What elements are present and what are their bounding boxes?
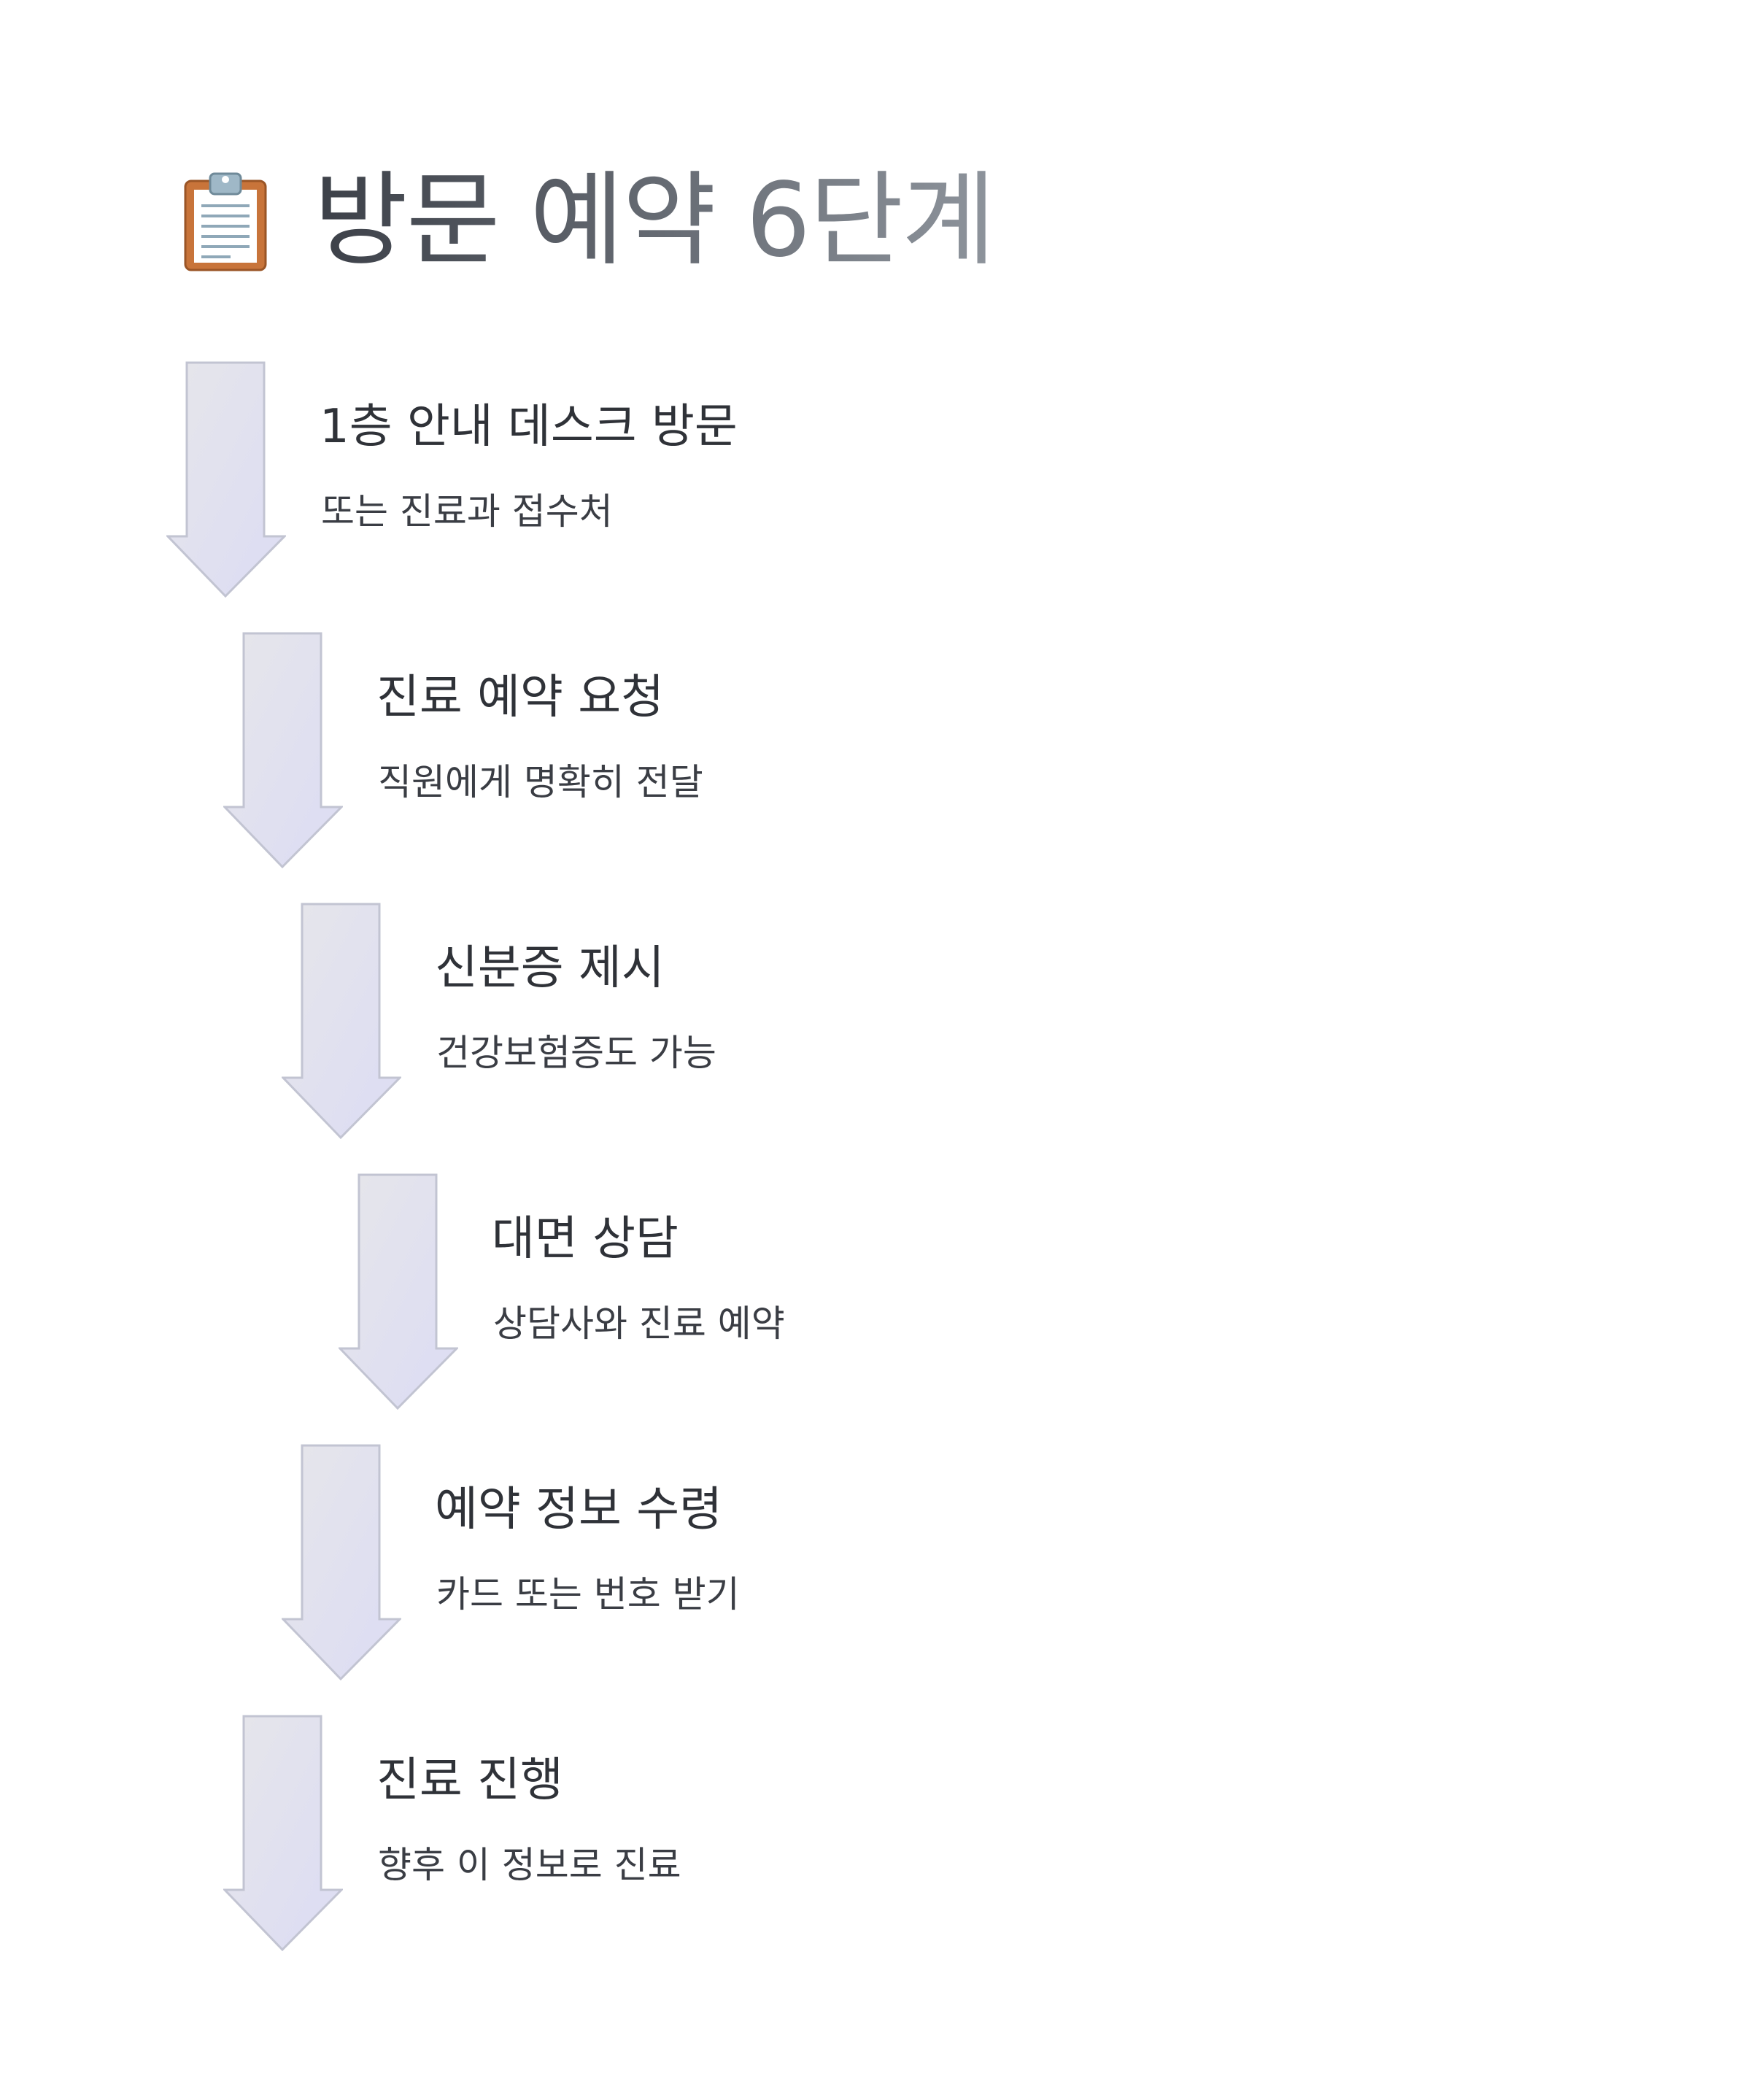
step-subtitle: 향후 이 정보로 진료 — [378, 1844, 681, 1886]
step-arrow-icon — [223, 632, 343, 868]
step-subtitle: 직원에게 명확히 전달 — [378, 761, 703, 803]
step-subtitle: 카드 또는 번호 받기 — [436, 1573, 740, 1615]
step-arrow-icon — [166, 361, 286, 598]
step-subtitle: 또는 진료과 접수처 — [321, 490, 613, 533]
step-arrow-icon — [282, 1444, 401, 1680]
step-title: 대면 상담 — [492, 1212, 679, 1266]
step-title: 진료 예약 요청 — [376, 671, 664, 725]
step-arrow-icon — [282, 903, 401, 1139]
page-title: 방문 예약 6단계 — [314, 161, 996, 280]
step-arrow-icon — [223, 1715, 343, 1951]
clipboard-icon — [184, 172, 267, 271]
step-subtitle: 건강보험증도 가능 — [436, 1032, 716, 1074]
step-title: 신분증 제시 — [435, 941, 665, 995]
page-title-text: 방문 예약 6단계 — [314, 161, 994, 280]
step-title: 1층 안내 데스크 방문 — [320, 400, 738, 454]
step-arrow-icon — [339, 1173, 458, 1410]
step-title: 예약 정보 수령 — [435, 1483, 722, 1537]
step-title: 진료 진행 — [376, 1753, 563, 1807]
step-subtitle: 상담사와 진료 예약 — [493, 1302, 785, 1345]
